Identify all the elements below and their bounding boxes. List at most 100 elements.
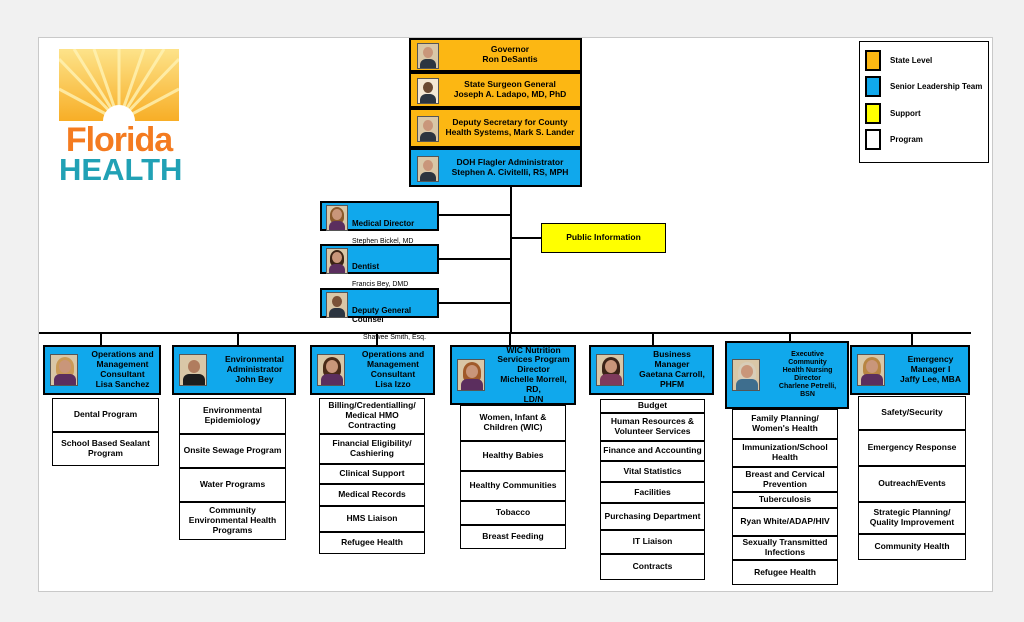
deputy-general-counsel-photo	[326, 292, 348, 318]
program-box[interactable]: HMS Liaison	[319, 506, 425, 532]
program-box[interactable]: Vital Statistics	[600, 461, 705, 482]
dentist-name: Francis Bey, DMD	[352, 280, 409, 288]
program-box[interactable]: Human Resources & Volunteer Services	[600, 413, 705, 441]
program-box[interactable]: Safety/Security	[858, 396, 966, 430]
dept-head-3-label: Operations and Management Consultant Lis…	[361, 349, 425, 389]
dept-drop-5	[652, 332, 654, 345]
program-box[interactable]: Breast and Cervical Prevention	[732, 467, 838, 492]
program-box[interactable]: Ryan White/ADAP/HIV	[732, 508, 838, 536]
dentist-title: Dentist	[352, 261, 380, 271]
dept-drop-3	[376, 332, 378, 345]
chain-connector-vertical	[510, 187, 512, 332]
legend-label-senior: Senior Leadership Team	[890, 82, 983, 91]
program-box[interactable]: Contracts	[600, 554, 705, 580]
program-box[interactable]: Immunization/School Health	[732, 439, 838, 467]
program-box[interactable]: Purchasing Department	[600, 503, 705, 530]
administrator-label: DOH Flagler Administrator Stephen A. Civ…	[451, 156, 569, 177]
dept-head-john-bey[interactable]: Environmental Administrator John Bey	[172, 345, 296, 395]
program-box[interactable]: Financial Eligibility/ Cashiering	[319, 434, 425, 464]
administrator-photo	[417, 156, 439, 182]
department-bus-line	[39, 332, 971, 334]
legend-label-program: Program	[890, 135, 923, 144]
legend-swatch-state	[865, 50, 881, 71]
program-box[interactable]: Strategic Planning/ Quality Improvement	[858, 502, 966, 534]
dept-head-lisa-izzo[interactable]: Operations and Management Consultant Lis…	[310, 345, 435, 395]
staff-connector-3	[439, 302, 511, 304]
program-box[interactable]: Community Environmental Health Programs	[179, 502, 286, 540]
program-box[interactable]: Dental Program	[52, 398, 159, 432]
program-box[interactable]: Onsite Sewage Program	[179, 434, 286, 468]
medical-director-box[interactable]: Medical Director Stephen Bickel, MD	[320, 201, 439, 245]
governor-label: Governor Ron DeSantis	[482, 44, 538, 64]
program-box[interactable]: Tuberculosis	[732, 492, 838, 508]
program-box[interactable]: Healthy Communities	[460, 471, 566, 501]
program-box[interactable]: Billing/Credentialling/ Medical HMO Cont…	[319, 398, 425, 434]
surgeon-general-box[interactable]: State Surgeon General Joseph A. Ladapo, …	[409, 72, 582, 108]
dept-head-2-label: Environmental Administrator John Bey	[224, 354, 285, 384]
dept-head-5-photo	[596, 354, 624, 386]
program-box[interactable]: Environmental Epidemiology	[179, 398, 286, 434]
dept-head-jaffy-lee[interactable]: Emergency Manager I Jaffy Lee, MBA	[850, 345, 970, 395]
dept-head-7-label: Emergency Manager I Jaffy Lee, MBA	[900, 354, 961, 384]
program-box[interactable]: Community Health	[858, 534, 966, 560]
program-box[interactable]: Clinical Support	[319, 464, 425, 484]
logo-florida-text: Florida	[65, 121, 173, 159]
legend-swatch-senior	[865, 76, 881, 97]
deputy-secretary-photo	[417, 116, 439, 142]
legend-swatch-support	[865, 103, 881, 124]
deputy-general-counsel-box[interactable]: Deputy General Counsel Shawee Smith, Esq…	[320, 288, 439, 341]
program-box[interactable]: Family Planning/ Women's Health	[732, 409, 838, 439]
program-box[interactable]: Breast Feeding	[460, 525, 566, 549]
support-connector	[511, 237, 541, 239]
dept-head-charlene-petrelli[interactable]: Executive Community Health Nursing Direc…	[725, 341, 849, 409]
dept-head-gaetana-carroll[interactable]: Business Manager Gaetana Carroll, PHFM	[589, 345, 714, 395]
medical-director-title: Medical Director	[352, 218, 415, 228]
program-box[interactable]: Refugee Health	[319, 532, 425, 554]
legend-swatch-program	[865, 129, 881, 150]
dept-head-7-photo	[857, 354, 885, 386]
program-box[interactable]: Emergency Response	[858, 430, 966, 466]
governor-box[interactable]: Governor Ron DeSantis	[409, 38, 582, 72]
dept-drop-6	[789, 332, 791, 345]
dept-drop-7	[911, 332, 913, 345]
dentist-photo	[326, 248, 348, 274]
surgeon-general-photo	[417, 78, 439, 104]
program-box[interactable]: IT Liaison	[600, 530, 705, 554]
administrator-box[interactable]: DOH Flagler Administrator Stephen A. Civ…	[409, 148, 582, 187]
program-box[interactable]: Healthy Babies	[460, 441, 566, 471]
program-box[interactable]: Refugee Health	[732, 560, 838, 585]
program-box[interactable]: Facilities	[600, 482, 705, 503]
dentist-box[interactable]: Dentist Francis Bey, DMD	[320, 244, 439, 288]
dept-head-6-label: Executive Community Health Nursing Direc…	[778, 350, 837, 399]
florida-health-logo: Florida HEALTH	[59, 49, 182, 185]
dept-head-lisa-sanchez[interactable]: Operations and Management Consultant Lis…	[43, 345, 161, 395]
legend-label-state: State Level	[890, 56, 933, 65]
dept-head-6-photo	[732, 359, 760, 391]
dept-head-michelle-morrell[interactable]: WIC Nutrition Services Program Director …	[450, 345, 576, 405]
org-chart-canvas: Florida HEALTH State Level Senior Leader…	[38, 37, 993, 592]
dept-head-4-label: WIC Nutrition Services Program Director …	[497, 344, 570, 404]
program-box[interactable]: Water Programs	[179, 468, 286, 502]
deputy-secretary-label: Deputy Secretary for County Health Syste…	[445, 117, 575, 137]
program-box[interactable]: Sexually Transmitted Infections	[732, 536, 838, 560]
dept-head-4-photo	[457, 359, 485, 391]
program-box[interactable]: School Based Sealant Program	[52, 432, 159, 466]
deputy-secretary-box[interactable]: Deputy Secretary for County Health Syste…	[409, 108, 582, 148]
dept-head-3-photo	[317, 354, 345, 386]
public-information-box[interactable]: Public Information	[541, 223, 666, 253]
governor-photo	[417, 43, 439, 69]
surgeon-general-label: State Surgeon General Joseph A. Ladapo, …	[453, 79, 567, 99]
dept-head-1-label: Operations and Management Consultant Lis…	[91, 349, 154, 389]
program-box[interactable]: Women, Infant & Children (WIC)	[460, 405, 566, 441]
program-box[interactable]: Medical Records	[319, 484, 425, 506]
staff-connector-2	[439, 258, 511, 260]
dept-drop-1	[100, 332, 102, 345]
dept-drop-4	[509, 332, 511, 345]
staff-connector-1	[439, 214, 511, 216]
legend: State Level Senior Leadership Team Suppo…	[859, 41, 989, 163]
program-box[interactable]: Outreach/Events	[858, 466, 966, 502]
dept-head-2-photo	[179, 354, 207, 386]
program-box[interactable]: Budget	[600, 399, 705, 413]
program-box[interactable]: Finance and Accounting	[600, 441, 705, 461]
program-box[interactable]: Tobacco	[460, 501, 566, 525]
